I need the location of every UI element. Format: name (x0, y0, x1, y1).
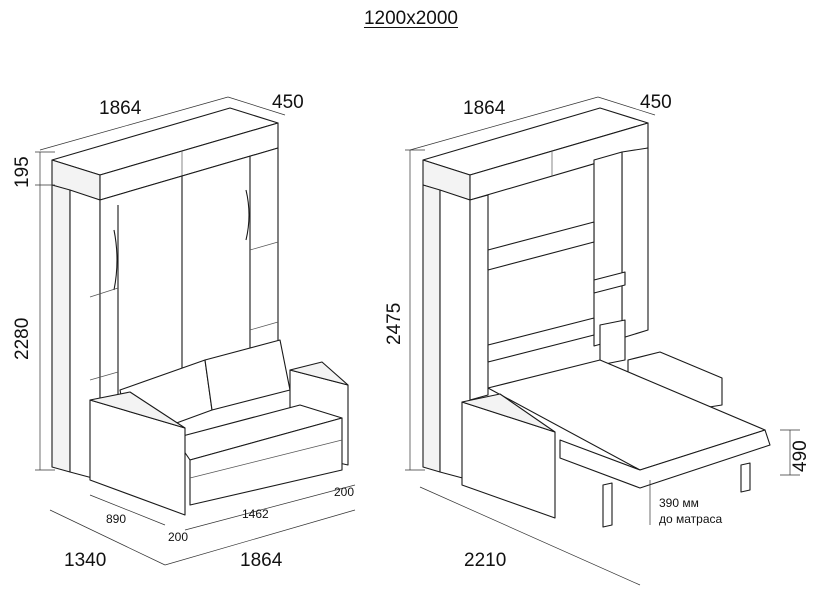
right-right-column-inner (593, 151, 623, 347)
left-sofa-seat-front (189, 417, 343, 506)
left-door-handle-1 (113, 229, 118, 291)
right-nightstand (599, 319, 626, 366)
diagram-title: 1200x2000 (363, 8, 459, 29)
right-armrest (461, 401, 556, 519)
right-total-depth-label: 2210 (464, 550, 506, 571)
left-top-height-label: 195 (12, 156, 33, 188)
right-left-column-inner (469, 194, 489, 401)
left-drawing (35, 96, 356, 566)
right-bed-height-label: 490 (790, 440, 811, 472)
right-bed-leg-2 (740, 462, 751, 493)
left-side-panel (51, 184, 71, 473)
right-mattress-front (559, 429, 771, 489)
right-side-shelf (593, 271, 626, 294)
left-total-width-label: 1864 (240, 550, 283, 571)
left-total-depth-label: 1340 (64, 550, 106, 571)
right-armrest-top (461, 393, 556, 433)
right-drawing (405, 96, 800, 586)
left-width-top-label: 1864 (99, 98, 142, 119)
right-bed-top-edge (487, 317, 595, 363)
right-width-top-label: 1864 (463, 98, 506, 119)
left-sofa-arm-label: 200 (334, 485, 354, 499)
left-sofa-left-arm-top (89, 391, 186, 429)
right-depth-top-label: 450 (640, 92, 672, 113)
left-sofa-gap-label: 200 (168, 530, 188, 544)
left-sofa-side-label: 890 (106, 512, 126, 526)
right-bed-leg-1 (602, 482, 613, 528)
right-total-height-label: 2475 (384, 303, 405, 345)
right-headboard-shelf (487, 221, 595, 271)
right-right-column (621, 147, 649, 339)
left-depth-top-label: 450 (272, 92, 304, 113)
left-sofa-right-arm-top (289, 361, 349, 386)
left-cabinet-height-label: 2280 (12, 318, 33, 360)
left-door-handle-2 (245, 189, 250, 241)
right-left-side-panel (422, 184, 441, 473)
right-clearance-label: 390 мм (659, 496, 699, 510)
right-clearance-note: до матраса (659, 512, 723, 526)
left-sofa-seat-label: 1462 (242, 507, 269, 521)
